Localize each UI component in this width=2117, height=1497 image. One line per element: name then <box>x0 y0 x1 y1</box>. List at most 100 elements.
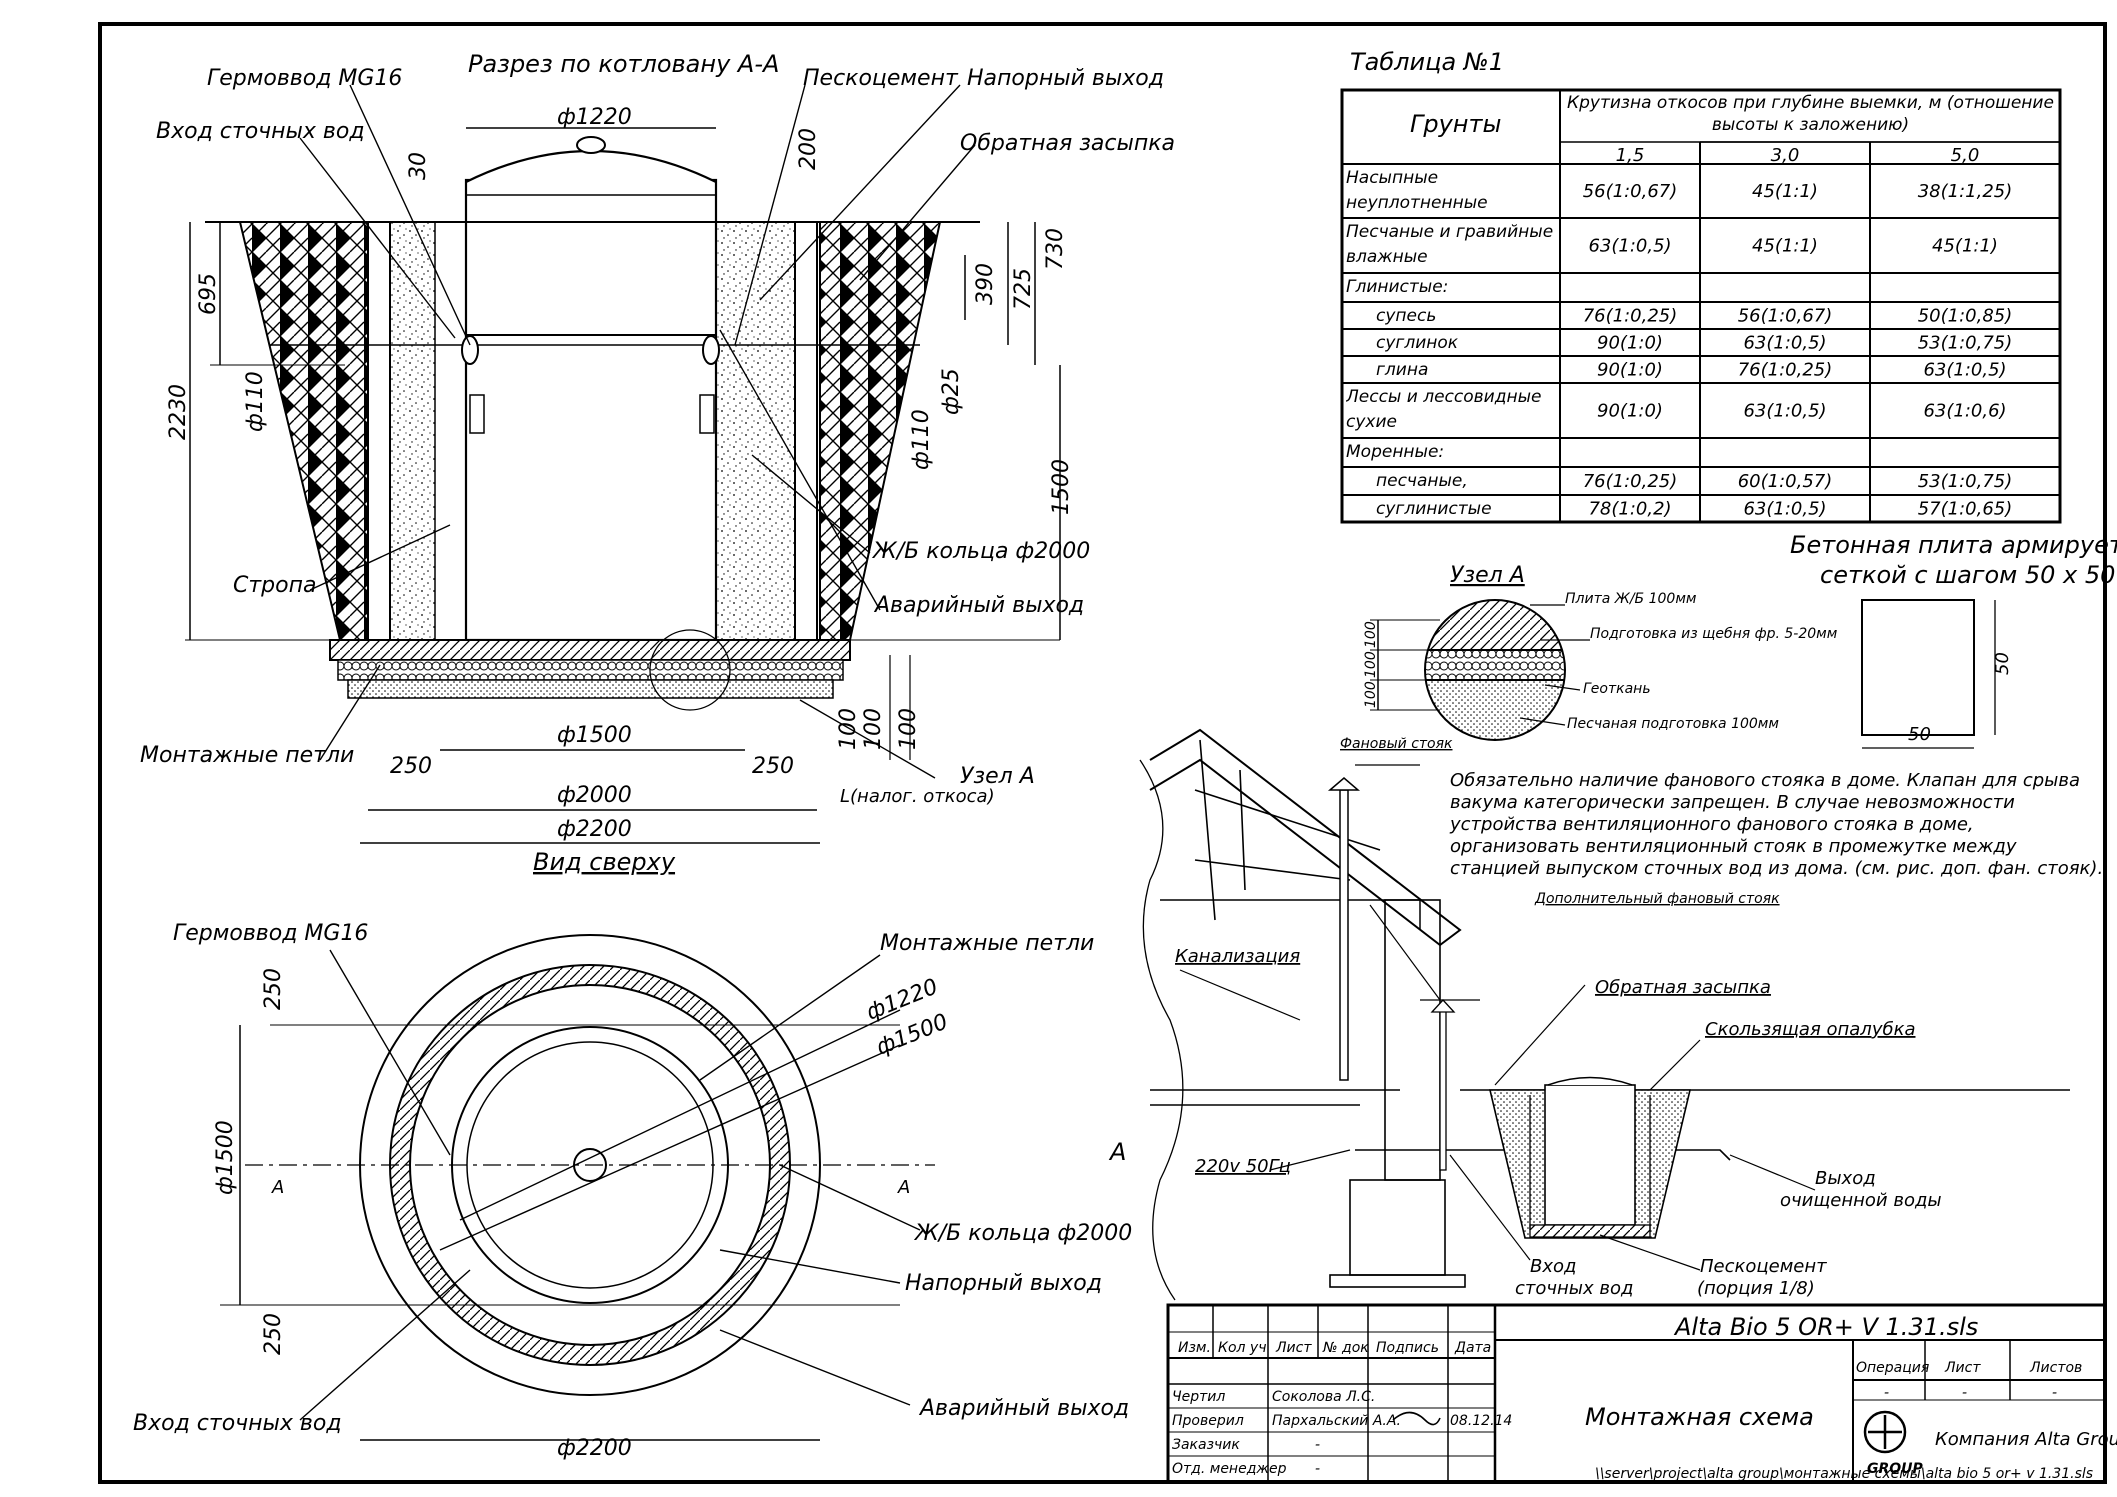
table-cell: 45(1:1) <box>1752 181 1818 202</box>
plate-title-1: Бетонная плита армируется <box>1790 531 2117 559</box>
tb-col-list: Лист <box>1275 1340 1312 1356</box>
tb-sheet-name: Монтажная схема <box>1585 1403 1814 1431</box>
node-a-geotkan: Геоткань <box>1583 681 1651 697</box>
sheet-frame <box>98 22 2107 1484</box>
dim-d1500: ф1500 <box>557 723 632 748</box>
tb-col-sign: Подпись <box>1376 1340 1439 1356</box>
house-obratnaya: Обратная засыпка <box>1595 977 1771 998</box>
fan-riser-pipe <box>1339 789 1349 1081</box>
dim-h100c: 100 <box>896 708 921 750</box>
table-cell: 63(1:0,5) <box>1743 333 1826 354</box>
label-avariinyi: Аварийный выход <box>873 593 1084 618</box>
house-note-3: устройства вентиляционного фанового стоя… <box>1449 814 1974 835</box>
station-tank <box>1544 1084 1636 1226</box>
tv-label-avariinyi: Аварийный выход <box>918 1396 1129 1421</box>
section-title: Разрез по котловану А-А <box>468 50 779 78</box>
dim-d2000: ф2000 <box>557 783 632 808</box>
section-view <box>185 84 1061 844</box>
plate-dim-w: 50 <box>1908 724 1931 745</box>
tb-name-2: Пархальский А.А. <box>1272 1413 1401 1429</box>
table-row-name: Насыпные неуплотненные <box>1346 168 1488 213</box>
house-kanal: Канализация <box>1175 946 1300 967</box>
dim-h100b: 100 <box>861 708 886 750</box>
table-cell: 56(1:0,67) <box>1583 181 1678 202</box>
sand-cement-right <box>714 221 796 641</box>
table-cell: 57(1:0,65) <box>1918 499 2013 520</box>
table-cell: 78(1:0,2) <box>1588 499 1671 520</box>
table-row-name: супесь <box>1376 306 1437 326</box>
house-outlet-2: очищенной воды <box>1780 1190 1942 1211</box>
slope-table <box>1340 88 2062 524</box>
dim-h1500: 1500 <box>1049 459 1074 515</box>
tb-col-kol: Кол уч <box>1218 1340 1266 1356</box>
table-cell: 50(1:0,85) <box>1918 306 2013 327</box>
table-depth-3: 5,0 <box>1951 145 1980 166</box>
tb-path: \\server\project\alta group\монтажные сх… <box>1595 1466 2093 1482</box>
base-slab <box>329 639 851 661</box>
label-petli: Монтажные петли <box>140 743 354 768</box>
tb-role-3: Заказчик <box>1172 1437 1240 1453</box>
tb-role-2: Проверил <box>1172 1413 1244 1429</box>
plate-dim-h: 50 <box>1992 652 2013 675</box>
tb-op-h3: Листов <box>2029 1360 2082 1376</box>
outlet-pipe <box>702 335 720 365</box>
tb-name-4: - <box>1315 1461 1320 1477</box>
label-napornyi: Напорный выход <box>967 66 1164 91</box>
tank-lid <box>465 150 717 183</box>
label-peskocement: Пескоцемент <box>803 66 959 91</box>
tb-op-h2: Лист <box>1944 1360 1981 1376</box>
table-cell: 90(1:0) <box>1597 401 1663 422</box>
table-cell: 76(1:0,25) <box>1738 360 1833 381</box>
house-pesok-1: Пескоцемент <box>1700 1256 1827 1277</box>
house-inlet-2: сточных вод <box>1515 1278 1633 1299</box>
ring-wall-right <box>794 221 818 641</box>
table-row-name: Моренные: <box>1346 442 1445 462</box>
dim-w250b: 250 <box>752 754 794 779</box>
table-row-name: песчаные, супесчаные <box>1376 471 1468 491</box>
table-cell: 53(1:0,75) <box>1918 471 2013 492</box>
table-header-soil: Грунты <box>1410 110 1501 138</box>
node-a-circle <box>649 629 731 711</box>
node-a-pesok: Песчаная подготовка 100мм <box>1567 716 1779 732</box>
dim-d110b: ф110 <box>909 409 934 470</box>
table-cell: 53(1:0,75) <box>1918 333 2013 354</box>
title-block <box>1166 1303 2107 1484</box>
tb-name-3: - <box>1315 1437 1320 1453</box>
table-cell: 63(1:0,6) <box>1923 401 2006 422</box>
top-view <box>220 934 935 1441</box>
label-obratnaya: Обратная засыпка <box>960 131 1175 156</box>
tb-role-1: Чертил <box>1172 1389 1225 1405</box>
node-a-d2: 100 <box>1363 651 1379 678</box>
house-inlet-1: Вход <box>1530 1256 1576 1277</box>
plate-title-2: сеткой с шагом 50 х 50 <box>1820 561 2115 589</box>
tb-op-v2: - <box>1962 1385 1967 1401</box>
dim-d25: ф25 <box>939 368 964 415</box>
table-row-name: суглинок <box>1376 333 1459 353</box>
dim-lslope: L(налог. откоса) <box>840 786 995 807</box>
tv-dim-h250a: 250 <box>261 968 286 1010</box>
node-a-title: Узел А <box>1450 563 1525 588</box>
label-stropa: Стропа <box>233 573 316 598</box>
node-a-detail <box>1370 599 1590 741</box>
house-opalubka: Скользящая опалубка <box>1705 1019 1915 1040</box>
tv-marker-a-left: А <box>271 1177 284 1198</box>
tb-col-izm: Изм. <box>1178 1340 1211 1356</box>
top-view-title: Вид сверху <box>533 848 676 876</box>
dim-d2200: ф2200 <box>557 817 632 842</box>
table-cell: 60(1:0,57) <box>1738 471 1833 492</box>
label-germovvod: Гермоввод MG16 <box>207 66 402 91</box>
tv-dim-d2200: ф2200 <box>557 1436 632 1461</box>
node-a-d3: 100 <box>1363 681 1379 708</box>
table-depth-2: 3,0 <box>1771 145 1800 166</box>
tv-label-kolca: Ж/Б кольца ф2000 <box>913 1221 1132 1246</box>
dim-h200: 200 <box>796 128 821 170</box>
dim-h30: 30 <box>406 152 431 180</box>
label-uzel: Узел А <box>960 764 1035 789</box>
table-cell: 45(1:1) <box>1932 236 1998 257</box>
table-depth-1: 1,5 <box>1616 145 1645 166</box>
table-cell: 38(1:1,25) <box>1918 181 2013 202</box>
table-cell: 63(1:0,5) <box>1743 499 1826 520</box>
dim-h725: 725 <box>1011 268 1036 310</box>
dim-d1220: ф1220 <box>557 105 632 130</box>
house-marker-a: А <box>1108 1138 1126 1166</box>
